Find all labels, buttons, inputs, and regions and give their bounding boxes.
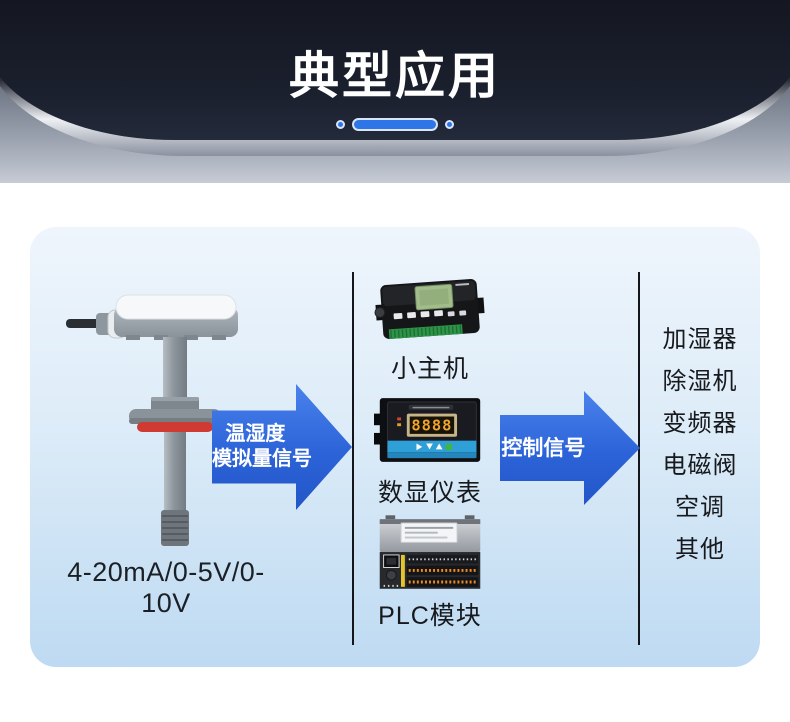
device-panel-meter: 8888 数显仪表	[358, 392, 502, 509]
device-plc-module-label: PLC模块	[378, 602, 482, 630]
control-signal-arrow-text: 控制信号	[500, 436, 587, 461]
ornament-dot-right-icon	[445, 120, 454, 129]
device-controller-label: 小主机	[390, 355, 469, 383]
page-title: 典型应用	[289, 48, 501, 104]
arrow2-line1: 控制信号	[501, 436, 586, 460]
output-item-inverter: 变频器	[662, 410, 738, 437]
output-item-other: 其他	[675, 536, 725, 563]
controller-icon	[374, 279, 485, 339]
meter-display-value: 8888	[411, 417, 452, 435]
arrow1-line2: 模拟量信号	[212, 448, 312, 470]
panel-meter-icon: 8888	[374, 398, 481, 462]
arrow1-line1: 温湿度	[225, 423, 286, 445]
application-diagram-panel: 4-20mA/0-5V/0-10V 温湿度 模拟量信号	[30, 227, 760, 667]
output-item-humidifier: 加湿器	[662, 326, 738, 353]
ornament-pill-icon	[352, 118, 438, 131]
output-device-list: 加湿器 除湿机 变频器 电磁阀 空调 其他	[638, 319, 762, 571]
divider-line-left	[352, 272, 354, 645]
content-area: 4-20mA/0-5V/0-10V 温湿度 模拟量信号	[0, 183, 790, 667]
device-panel-meter-label: 数显仪表	[377, 479, 482, 507]
output-item-air-conditioner: 空调	[675, 494, 725, 521]
device-controller: 小主机	[358, 272, 502, 385]
ornament-dot-left-icon	[336, 120, 345, 129]
banner-dark-panel	[0, 0, 790, 140]
title-underline-ornament	[0, 118, 790, 131]
analog-signal-arrow-text: 温湿度 模拟量信号	[212, 422, 312, 472]
device-plc-module: PLC模块	[358, 513, 502, 632]
duct-temp-humidity-sensor-icon	[66, 294, 238, 546]
sensor-output-label: 4-20mA/0-5V/0-10V	[67, 557, 265, 618]
output-item-dehumidifier: 除湿机	[662, 368, 738, 395]
divider-line-right	[638, 272, 640, 645]
control-signal-arrow-icon: 控制信号	[500, 391, 640, 505]
plc-module-icon	[379, 515, 481, 589]
output-item-solenoid-valve: 电磁阀	[662, 452, 738, 479]
header-banner: 典型应用	[0, 0, 790, 183]
